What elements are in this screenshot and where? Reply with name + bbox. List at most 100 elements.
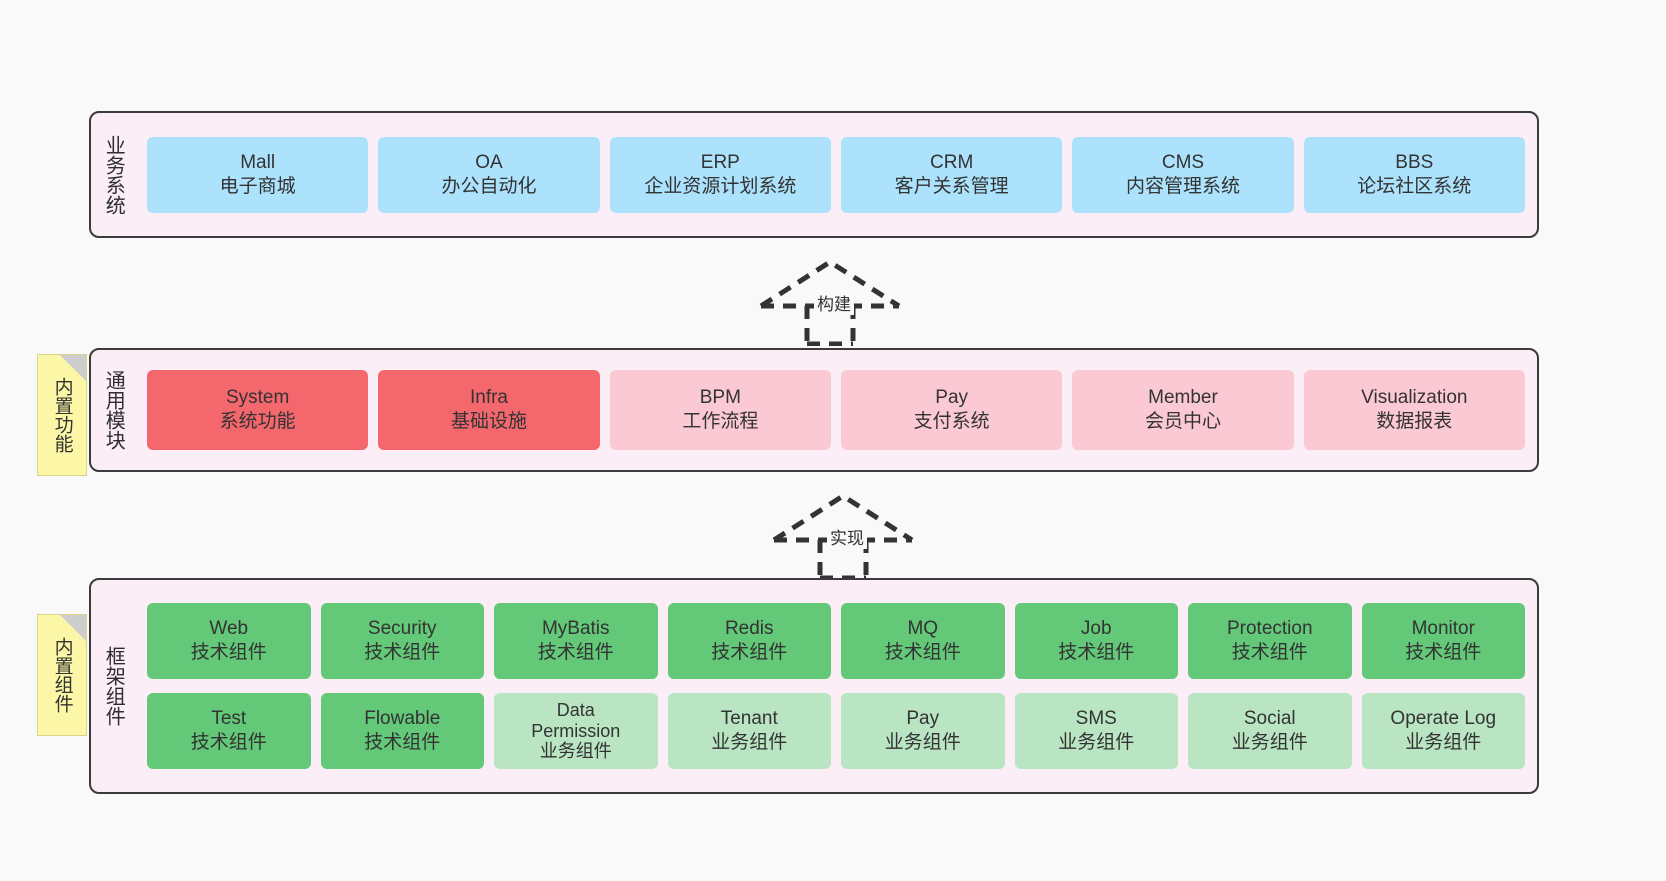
card-title: Flowable: [364, 708, 441, 730]
sticky-note-label: 内置功能: [51, 377, 73, 453]
layer-common-module: 通用模块 System 系统功能 Infra 基础设施 BPM 工作流程 Pay…: [89, 348, 1539, 472]
card-subtitle: 论坛社区系统: [1357, 175, 1472, 197]
card-title: Member: [1148, 387, 1218, 409]
card-title: Job: [1080, 618, 1112, 640]
card-pay-business[interactable]: Pay 业务组件: [841, 693, 1005, 769]
layer-title-framework-component: 框架组件: [102, 646, 125, 726]
card-title: Operate Log: [1390, 708, 1497, 730]
card-title: Visualization: [1361, 387, 1468, 409]
card-bpm[interactable]: BPM 工作流程: [609, 370, 831, 450]
card-subtitle: 基础设施: [450, 411, 527, 432]
card-oa[interactable]: OA 办公自动化: [378, 136, 600, 213]
card-title: Redis: [724, 618, 774, 640]
card-web[interactable]: Web 技术组件: [147, 603, 311, 679]
card-redis[interactable]: Redis 技术组件: [667, 603, 831, 679]
card-tenant[interactable]: Tenant 业务组件: [667, 693, 831, 769]
card-subtitle: 数据报表: [1376, 411, 1453, 432]
card-protection[interactable]: Protection 技术组件: [1188, 603, 1352, 679]
card-subtitle: 客户关系管理: [894, 175, 1009, 197]
card-subtitle: 技术组件: [1231, 642, 1308, 663]
card-title: Pay: [935, 387, 969, 409]
card-title: SMS: [1075, 708, 1117, 730]
card-subtitle: 办公自动化: [441, 175, 537, 197]
card-subtitle: 业务组件: [1058, 732, 1135, 753]
connector-implement-label: 实现: [827, 529, 867, 549]
card-subtitle: 业务组件: [1231, 732, 1308, 753]
card-visualization[interactable]: Visualization 数据报表: [1303, 370, 1525, 450]
card-title: Protection: [1226, 618, 1313, 640]
card-title: MQ: [907, 618, 939, 640]
card-pay[interactable]: Pay 支付系统: [840, 370, 1063, 450]
card-crm[interactable]: CRM 客户关系管理: [840, 136, 1063, 213]
card-title: Test: [211, 708, 247, 730]
card-title: Monitor: [1411, 618, 1475, 640]
card-subtitle: 系统功能: [219, 411, 296, 432]
sticky-note-builtin-components: 内置组件: [37, 614, 87, 736]
card-subtitle: 技术组件: [1405, 642, 1482, 663]
card-title: System: [225, 387, 290, 409]
card-social[interactable]: Social 业务组件: [1188, 693, 1352, 769]
card-mybatis[interactable]: MyBatis 技术组件: [494, 603, 658, 679]
card-subtitle: 技术组件: [190, 642, 267, 663]
card-monitor[interactable]: Monitor 技术组件: [1361, 603, 1525, 679]
sticky-note-builtin-features: 内置功能: [37, 354, 87, 476]
card-title: ERP: [700, 151, 740, 173]
card-erp[interactable]: ERP 企业资源计划系统: [609, 136, 831, 213]
framework-row-business: Test 技术组件 Flowable 技术组件 Data Permission …: [147, 693, 1525, 769]
card-title: Mall: [240, 151, 276, 173]
card-test[interactable]: Test 技术组件: [147, 693, 311, 769]
card-security[interactable]: Security 技术组件: [320, 603, 484, 679]
card-subtitle: 业务组件: [1405, 732, 1482, 753]
card-subtitle: 技术组件: [364, 642, 441, 663]
card-subtitle: 技术组件: [1058, 642, 1135, 663]
card-subtitle: 会员中心: [1144, 411, 1221, 432]
layer-business-system: 业务系统 Mall 电子商城 OA 办公自动化 ERP 企业资源计划系统 CRM…: [89, 111, 1539, 238]
card-title: MyBatis: [541, 618, 610, 640]
card-title: Web: [209, 618, 249, 640]
card-subtitle: 工作流程: [682, 411, 759, 432]
layer-framework-component: 框架组件 Web 技术组件 Security 技术组件 MyBatis 技术组件…: [89, 578, 1539, 794]
card-subtitle: 业务组件: [711, 732, 788, 753]
card-subtitle: 支付系统: [913, 411, 990, 432]
sticky-fold-corner-icon: [60, 355, 86, 381]
card-sms[interactable]: SMS 业务组件: [1014, 693, 1178, 769]
layer-title-common-module: 通用模块: [102, 370, 125, 450]
card-operate-log[interactable]: Operate Log 业务组件: [1361, 693, 1525, 769]
card-title: BBS: [1395, 151, 1434, 173]
sticky-note-label: 内置组件: [51, 637, 73, 713]
card-title: BPM: [699, 387, 741, 409]
card-member[interactable]: Member 会员中心: [1072, 370, 1294, 450]
card-title: Data Permission: [531, 699, 621, 741]
layer-body-business-system: Mall 电子商城 OA 办公自动化 ERP 企业资源计划系统 CRM 客户关系…: [135, 113, 1537, 236]
card-title: Security: [367, 618, 437, 640]
sticky-fold-corner-icon: [60, 615, 86, 641]
card-subtitle: 技术组件: [537, 642, 614, 663]
card-mq[interactable]: MQ 技术组件: [841, 603, 1005, 679]
card-subtitle: 技术组件: [711, 642, 788, 663]
card-data-permission[interactable]: Data Permission 业务组件: [494, 693, 658, 769]
card-cms[interactable]: CMS 内容管理系统: [1072, 136, 1294, 213]
card-flowable[interactable]: Flowable 技术组件: [320, 693, 484, 769]
card-title: Tenant: [720, 708, 778, 730]
card-subtitle: 技术组件: [364, 732, 441, 753]
card-subtitle: 业务组件: [884, 732, 961, 753]
card-job[interactable]: Job 技术组件: [1014, 603, 1178, 679]
card-subtitle: 内容管理系统: [1125, 175, 1240, 197]
card-subtitle: 技术组件: [190, 732, 267, 753]
card-mall[interactable]: Mall 电子商城: [147, 136, 369, 213]
framework-row-technical: Web 技术组件 Security 技术组件 MyBatis 技术组件 Redi…: [147, 603, 1525, 679]
card-bbs[interactable]: BBS 论坛社区系统: [1303, 136, 1525, 213]
card-subtitle: 企业资源计划系统: [644, 175, 797, 197]
card-title: CMS: [1161, 151, 1205, 173]
layer-title-business-system: 业务系统: [102, 134, 125, 215]
layer-body-framework-component: Web 技术组件 Security 技术组件 MyBatis 技术组件 Redi…: [135, 580, 1537, 792]
card-title: Pay: [906, 708, 940, 730]
card-infra[interactable]: Infra 基础设施: [378, 370, 600, 450]
card-system[interactable]: System 系统功能: [147, 370, 369, 450]
card-title: Infra: [469, 387, 508, 409]
card-title: OA: [475, 151, 503, 173]
card-subtitle: 业务组件: [539, 741, 612, 762]
layer-body-common-module: System 系统功能 Infra 基础设施 BPM 工作流程 Pay 支付系统…: [135, 350, 1537, 470]
card-subtitle: 技术组件: [884, 642, 961, 663]
card-title: CRM: [930, 151, 974, 173]
